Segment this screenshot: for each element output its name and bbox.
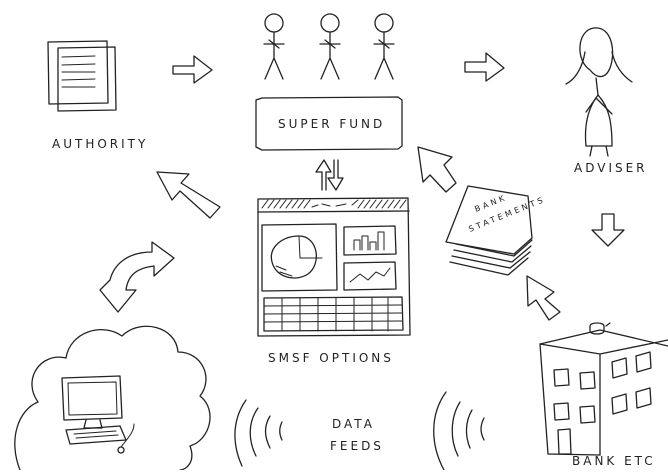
bank-building-icon xyxy=(539,322,668,456)
arrow-smsf-to-authority xyxy=(156,171,221,219)
data-feed-waves-left-icon xyxy=(234,399,283,467)
authority-label: AUTHORITY xyxy=(52,137,148,151)
super-fund-label: SUPER FUND xyxy=(278,117,385,131)
arrow-adviser-to-bank xyxy=(591,213,625,247)
data-feed-waves-right-icon xyxy=(433,391,485,471)
members-stick-figures-icon xyxy=(263,13,395,80)
smsf-dashboard-icon xyxy=(257,197,411,337)
two-way-curved-arrow-icon xyxy=(99,241,175,313)
data-feeds-label-line1: DATA xyxy=(332,417,375,431)
adviser-label: ADVISER xyxy=(574,161,648,175)
adviser-figure-icon xyxy=(565,27,633,157)
arrow-statements-to-fund xyxy=(417,146,457,193)
cloud-computer-icon xyxy=(14,325,211,471)
bank-statements-stack-icon xyxy=(445,185,533,276)
arrow-fund-to-adviser xyxy=(464,52,505,82)
authority-document-icon xyxy=(47,40,117,112)
arrow-authority-to-fund xyxy=(172,55,213,84)
bank-etc-label: BANK ETC xyxy=(572,454,656,468)
data-feeds-label-line2: FEEDS xyxy=(330,439,384,453)
sync-arrows-icon xyxy=(315,159,344,191)
super-fund-box xyxy=(255,96,403,151)
smsf-options-label: SMSF OPTIONS xyxy=(268,351,394,365)
arrow-bank-to-statements xyxy=(526,275,561,321)
